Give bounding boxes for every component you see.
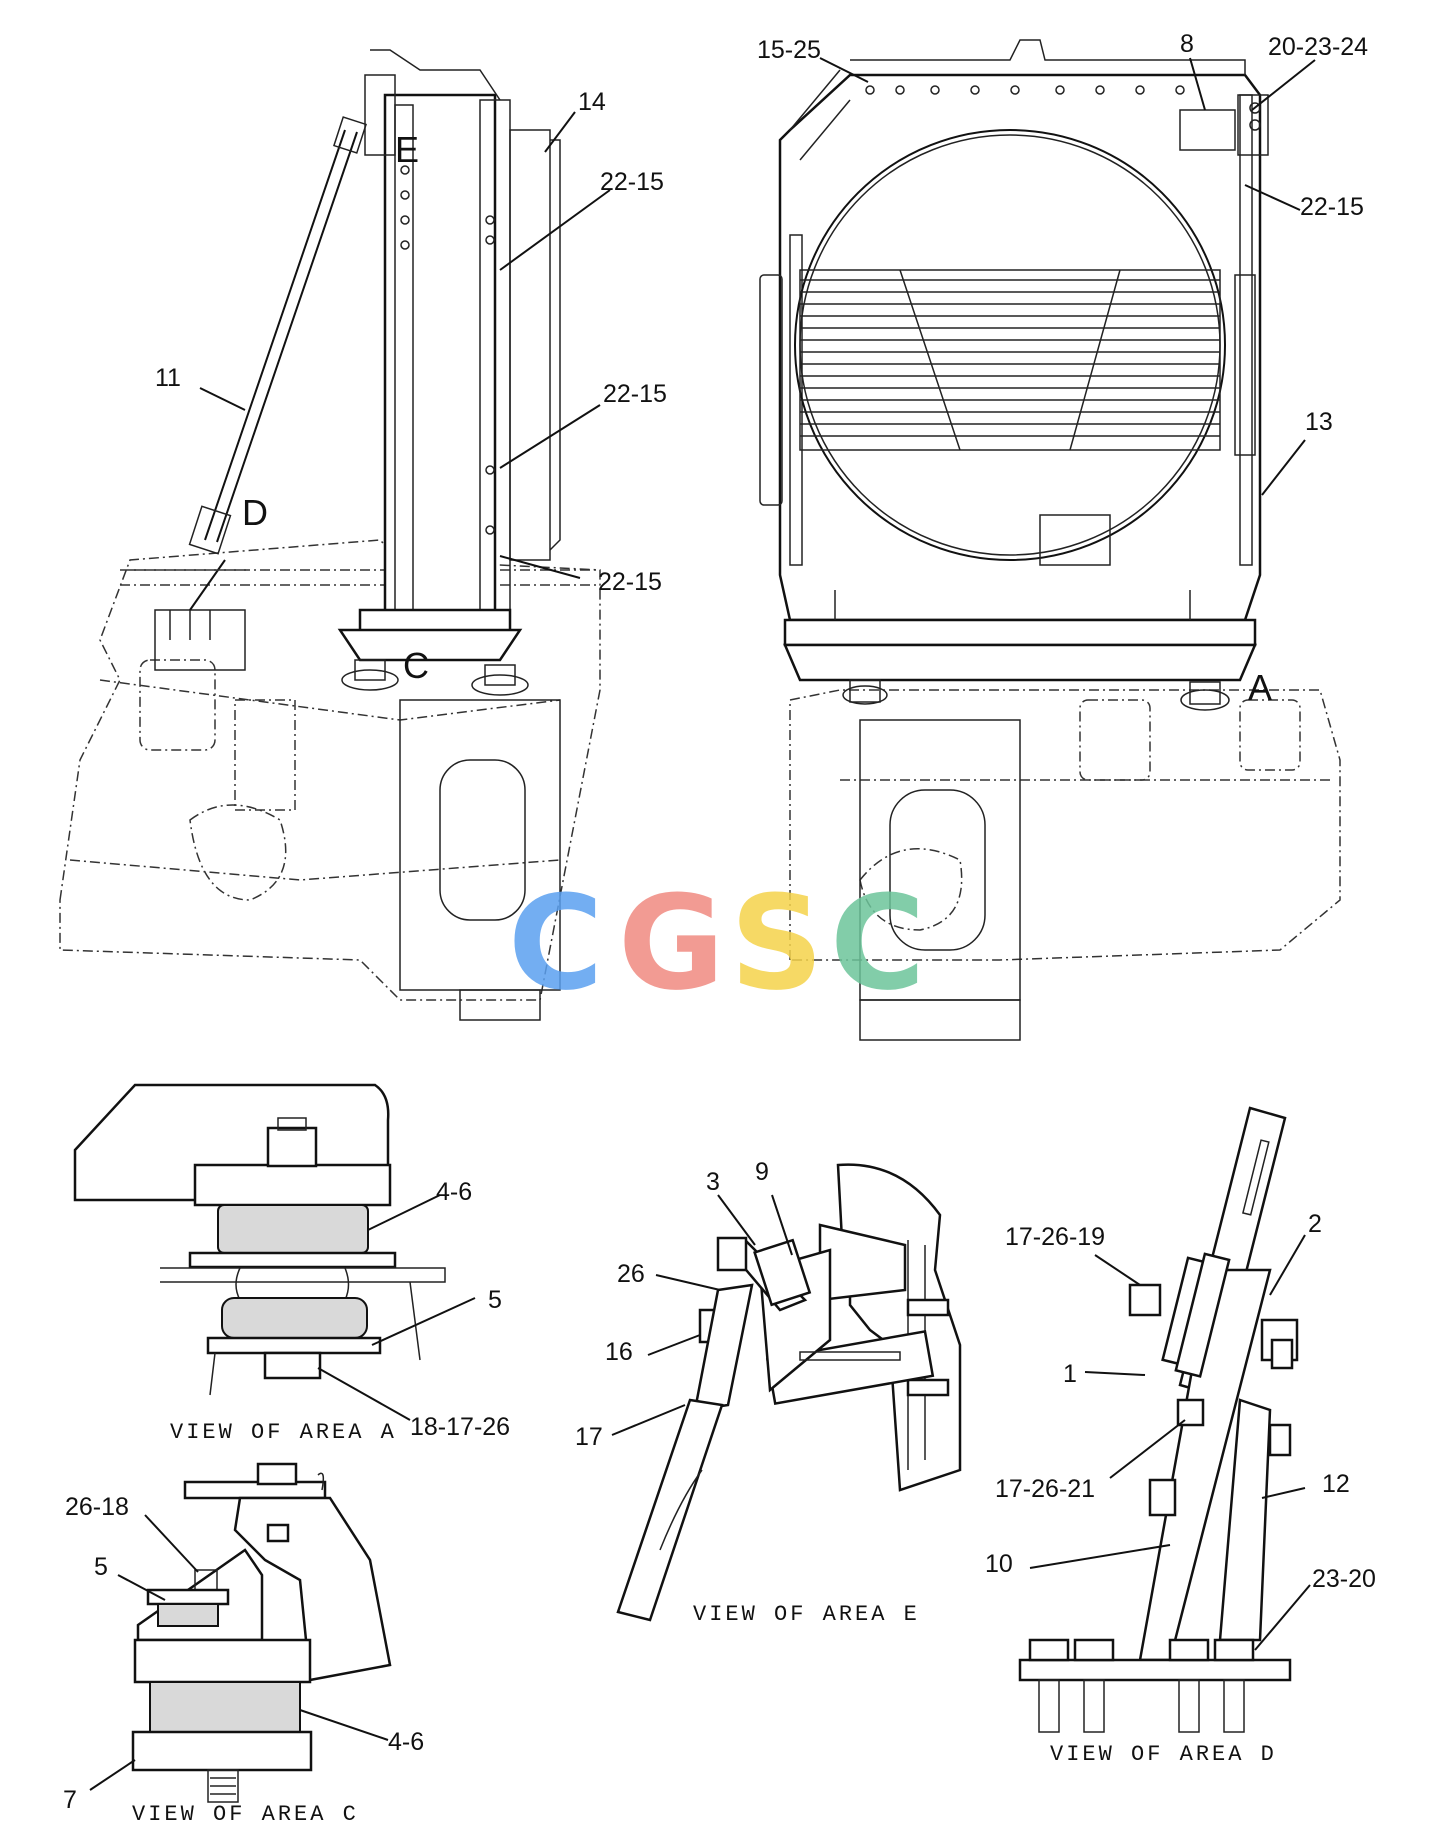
- detail-c-leaders: [89, 1514, 389, 1791]
- side-view-leaders: [199, 111, 611, 579]
- callout-2: 2: [1308, 1210, 1322, 1238]
- title-view-of-area-c: VIEW OF AREA C: [132, 1802, 359, 1827]
- callout-17-area-e: 17: [575, 1423, 603, 1451]
- callout-5-area-a: 5: [488, 1286, 502, 1314]
- title-view-of-area-e: VIEW OF AREA E: [693, 1602, 920, 1627]
- marker-area-d: D: [242, 492, 268, 533]
- callout-22-15-lower: 22-15: [598, 568, 662, 596]
- callout-7: 7: [63, 1786, 77, 1814]
- detail-d-leaders: [1029, 1234, 1311, 1651]
- callout-18-17-26: 18-17-26: [410, 1413, 510, 1441]
- callout-11: 11: [155, 364, 181, 392]
- callout-10: 10: [985, 1550, 1013, 1578]
- callout-20-23-24: 20-23-24: [1268, 33, 1368, 61]
- callout-1: 1: [1063, 1360, 1077, 1388]
- callout-22-15-upper: 22-15: [600, 168, 664, 196]
- callout-15-25: 15-25: [757, 36, 821, 64]
- watermark-letter-3: S: [730, 867, 824, 1019]
- marker-area-a: A: [1248, 667, 1272, 708]
- callout-14: 14: [578, 88, 606, 116]
- detail-a-leaders: [317, 1194, 476, 1421]
- watermark-letter-2: G: [618, 867, 725, 1019]
- callout-13: 13: [1305, 408, 1333, 436]
- side-view-drawing: [59, 49, 601, 1021]
- callout-4-6-area-a: 4-6: [436, 1178, 472, 1206]
- watermark: C G S C: [508, 867, 925, 1019]
- detail-view-area-d: [1018, 1106, 1299, 1733]
- marker-area-c: C: [403, 645, 429, 686]
- callout-17-26-19: 17-26-19: [1005, 1223, 1105, 1251]
- callout-22-15-middle: 22-15: [603, 380, 667, 408]
- detail-view-area-a: [73, 1083, 446, 1396]
- callout-12: 12: [1322, 1470, 1350, 1498]
- callout-5-area-c: 5: [94, 1553, 108, 1581]
- callout-4-6-area-c: 4-6: [388, 1728, 424, 1756]
- detail-view-area-e: [616, 1163, 962, 1622]
- callout-26: 26: [617, 1260, 645, 1288]
- front-view-drawing: [759, 39, 1341, 1041]
- callout-17-26-21: 17-26-21: [995, 1475, 1095, 1503]
- title-view-of-area-d: VIEW OF AREA D: [1050, 1742, 1277, 1767]
- title-view-of-area-a: VIEW OF AREA A: [170, 1420, 397, 1445]
- callout-3: 3: [706, 1168, 720, 1196]
- callout-8: 8: [1180, 30, 1194, 58]
- callout-16: 16: [605, 1338, 633, 1366]
- callout-26-18: 26-18: [65, 1493, 129, 1521]
- front-view-leaders: [819, 57, 1316, 496]
- callout-23-20: 23-20: [1312, 1565, 1376, 1593]
- marker-area-e: E: [395, 129, 419, 170]
- detail-e-leaders: [611, 1194, 793, 1436]
- callout-9: 9: [755, 1158, 769, 1186]
- watermark-letter-4: C: [830, 867, 925, 1019]
- detail-view-area-c: [131, 1462, 392, 1803]
- watermark-letter-1: C: [508, 867, 603, 1019]
- callout-22-15-right: 22-15: [1300, 193, 1364, 221]
